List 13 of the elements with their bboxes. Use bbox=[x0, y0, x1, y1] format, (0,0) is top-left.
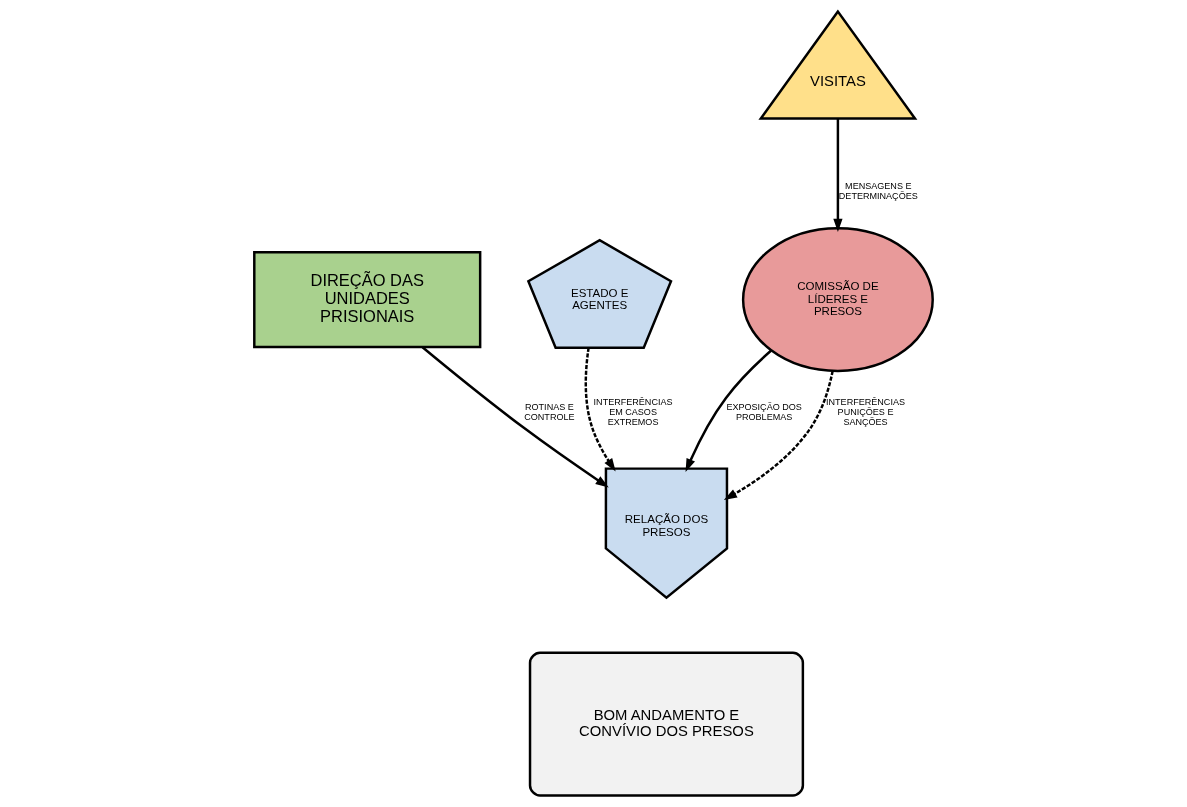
edge-label: INTERFERÊNCIAS EM CASOS EXTREMOS bbox=[593, 397, 673, 428]
node-ellipse: COMISSÃO DE LÍDERES E PRESOS bbox=[741, 227, 934, 373]
arrow bbox=[685, 349, 772, 472]
arrow bbox=[421, 346, 609, 488]
node-box: DIREÇÃO DAS UNIDADES PRISIONAIS bbox=[253, 251, 482, 349]
edge-label: MENSAGENS E DETERMINAÇÕES bbox=[838, 180, 918, 201]
arrow bbox=[723, 370, 834, 501]
edge-label: EXPOSIÇÃO DOS PROBLEMAS bbox=[726, 402, 802, 423]
arrow bbox=[584, 347, 616, 472]
edge-label: INTERFERÊNCIAS PUNIÇÕES E SANÇÕES bbox=[826, 397, 905, 428]
node-box: BOM ANDAMENTO E CONVÍVIO DOS PRESOS bbox=[528, 651, 805, 797]
edge-label: ROTINAS E CONTROLE bbox=[524, 402, 575, 423]
arrow bbox=[833, 118, 843, 233]
